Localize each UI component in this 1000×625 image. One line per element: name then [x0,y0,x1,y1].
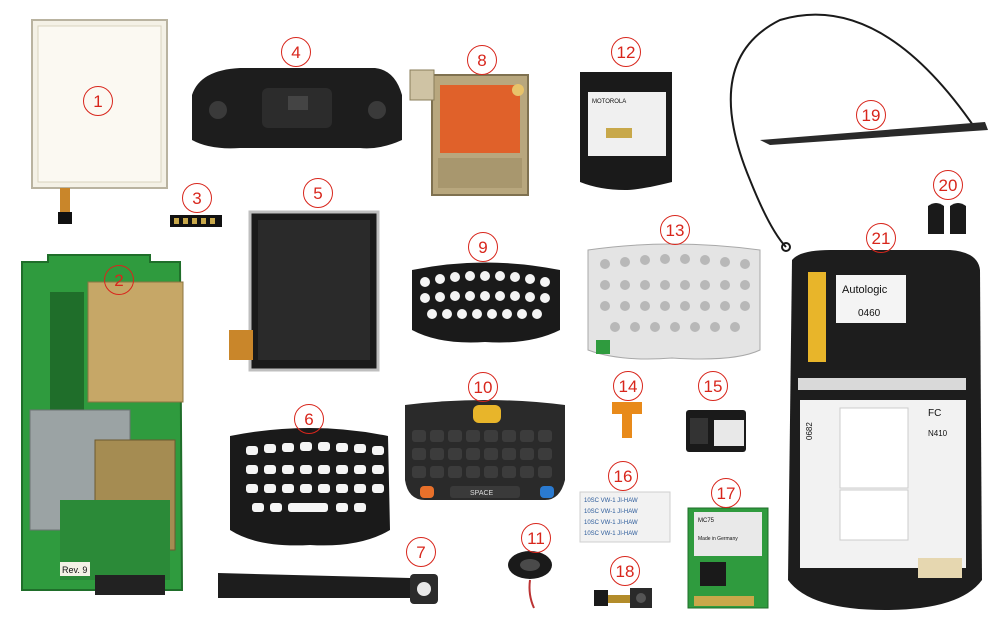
scanner-engine [409,69,529,196]
keypad-bezel-black [230,428,390,546]
battery-brand-label: MOTOROLA [592,99,626,105]
part-number-6: 6 [294,404,324,434]
part-number-14: 14 [613,371,643,401]
lcd-display [229,210,380,372]
keypad-bezel-small [412,262,560,343]
part-number-8: 8 [467,45,497,75]
camera-module [594,588,652,608]
keypad-space-label: SPACE [470,490,494,497]
part-number-12: 12 [611,37,641,67]
back-cover: Autologic 0460 FC N410 0682 [788,250,982,610]
part-number-9: 9 [468,232,498,262]
part-number-17: 17 [711,478,741,508]
back-0682-label: 0682 [805,422,814,440]
speaker [508,551,552,609]
back-number-label: 0460 [858,308,881,319]
module-made-label: Made in Germany [698,536,738,542]
battery-connector [170,215,222,227]
board-rev-label: Rev. 9 [62,565,87,575]
battery: MOTOROLA [580,72,672,190]
part-number-10: 10 [468,372,498,402]
flex-row-4: 10SC VW-1 JI-HAW [584,531,638,537]
part-number-21: 21 [866,223,896,253]
sim-card-reader [686,410,746,452]
stylus [729,13,988,252]
top-housing [192,68,402,149]
part-number-13: 13 [660,215,690,245]
flex-cable-set: 10SC VW-1 JI-HAW 10SC VW-1 JI-HAW 10SC V… [579,491,671,543]
part-number-16: 16 [608,461,638,491]
part-number-3: 3 [182,183,212,213]
part-number-19: 19 [856,100,886,130]
part-number-11: 11 [521,523,551,553]
keypad-membrane [587,243,761,360]
part-number-2: 2 [104,265,134,295]
qwerty-keypad: SPACE [405,400,565,500]
back-fc-label: FC [928,408,941,419]
module-label: MC75 [698,518,715,524]
mainboard: Rev. 9 [21,254,184,595]
back-n410-label: N410 [928,429,948,438]
wwan-module: MC75 Made in Germany [687,507,769,609]
flex-row-2: 10SC VW-1 JI-HAW [584,509,638,515]
flex-row-1: 10SC VW-1 JI-HAW [584,498,638,504]
back-brand-label: Autologic [842,284,888,296]
hand-strap [218,573,438,604]
part-number-4: 4 [281,37,311,67]
part-number-7: 7 [406,537,436,567]
side-buttons [928,203,966,234]
part-number-5: 5 [303,178,333,208]
flex-cable [612,402,642,438]
part-number-18: 18 [610,556,640,586]
touch-panel [31,19,168,224]
part-number-15: 15 [698,371,728,401]
part-number-1: 1 [83,86,113,116]
flex-row-3: 10SC VW-1 JI-HAW [584,520,638,526]
part-number-20: 20 [933,170,963,200]
